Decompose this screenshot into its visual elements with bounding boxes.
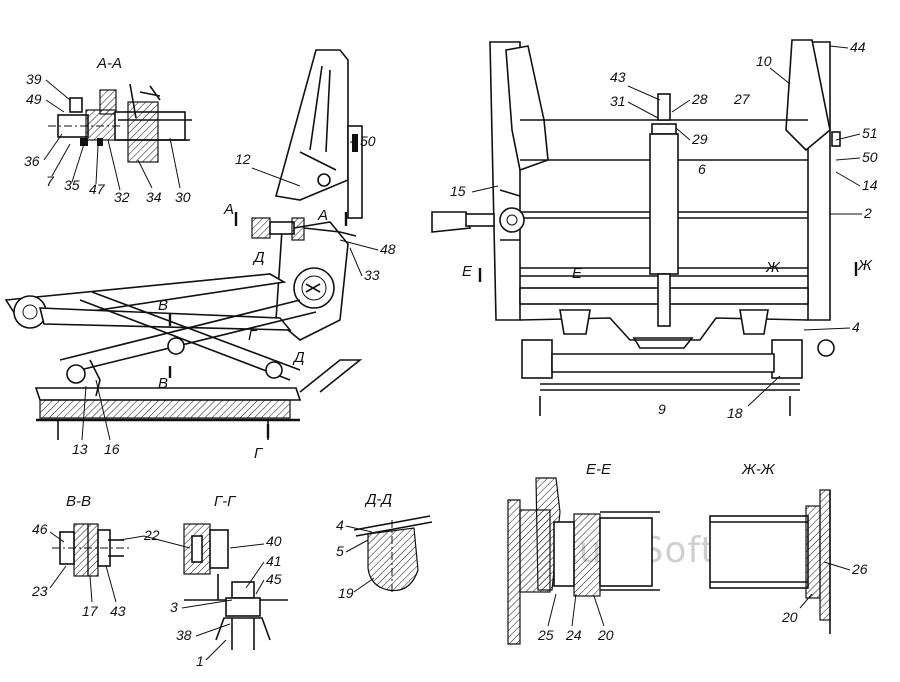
callout-43-vv: 43 [110,603,126,619]
callout-36: 36 [24,153,40,169]
callout-13: 13 [72,441,88,457]
callout-9: 9 [658,401,666,417]
callout-34: 34 [146,189,162,205]
section-aa-title: А-А [96,55,122,72]
callout-50-side: 50 [360,133,376,149]
callout-20-zz: 20 [781,609,798,625]
callout-12: 12 [235,151,251,167]
callout-30: 30 [175,189,191,205]
callout-33: 33 [364,267,380,283]
callout-20-ee: 20 [597,627,614,643]
section-zhzh-title: Ж-Ж [741,461,776,478]
section-dd-detail: Д-Д 4 5 19 [336,491,433,601]
callout-32: 32 [114,189,130,205]
callout-19: 19 [338,585,354,601]
callout-3: 3 [170,599,178,615]
callout-40: 40 [266,533,282,549]
callout-22: 22 [143,527,160,543]
section-zhzh-detail: Ж-Ж 26 20 [709,461,868,634]
section-ee-title: Е-Е [586,461,612,478]
callout-25: 25 [537,627,554,643]
section-vv-detail: В-В 46 22 23 17 43 [31,493,191,619]
callout-47: 47 [89,181,106,197]
callout-24: 24 [565,627,582,643]
callout-4-front: 4 [852,319,860,335]
mark-v-bottom: В [158,375,168,392]
callout-46: 46 [32,521,48,537]
section-gg-detail: Г-Г 40 41 45 3 38 1 [170,493,288,669]
mark-d-top: Д [252,249,265,266]
callout-44: 44 [850,39,866,55]
section-aa-detail: А-А 39 49 36 7 35 47 32 34 30 [24,55,192,205]
mark-a-left: А [223,201,234,218]
callout-18: 18 [727,405,743,421]
section-ee-detail: Е-Е 25 24 20 [507,461,660,645]
callout-29: 29 [691,131,708,147]
callout-27: 27 [733,91,751,107]
callout-1: 1 [196,653,204,669]
callout-17: 17 [82,603,99,619]
callout-43-front: 43 [610,69,626,85]
callout-2: 2 [863,205,872,221]
section-vv-title: В-В [66,493,91,510]
callout-38: 38 [176,627,192,643]
callout-14: 14 [862,177,878,193]
callout-48: 48 [380,241,396,257]
mark-v-top: В [158,297,168,314]
callout-51: 51 [862,125,878,141]
callout-15: 15 [450,183,466,199]
callout-6: 6 [698,161,706,177]
mark-zh-left: Ж [765,259,781,276]
callout-10: 10 [756,53,772,69]
callout-49: 49 [26,91,42,107]
section-gg-title: Г-Г [214,493,237,510]
callout-23: 23 [31,583,48,599]
callout-5: 5 [336,543,344,559]
callout-26: 26 [851,561,868,577]
mark-d-bottom: Д [292,349,305,366]
callout-31: 31 [610,93,626,109]
callout-35: 35 [64,177,80,193]
section-dd-title: Д-Д [364,491,393,508]
seat-side-view: А А Д Д В В Г Г 12 50 48 33 13 16 [4,49,396,462]
callout-41: 41 [266,553,282,569]
seat-front-view: Е Е Ж Ж 43 31 28 29 27 10 44 6 51 50 14 … [431,39,878,421]
callout-4-dd: 4 [336,517,344,533]
mark-e-right: Е [572,265,583,282]
callout-16: 16 [104,441,120,457]
callout-50-front: 50 [862,149,878,165]
callout-7: 7 [46,173,55,189]
mark-a-right: А [317,207,328,224]
mark-g-top: Г [248,327,258,344]
callout-28: 28 [691,91,708,107]
mark-g-bottom: Г [254,445,264,462]
callout-39: 39 [26,71,42,87]
mark-zh-right: Ж [857,257,873,274]
callout-45: 45 [266,571,282,587]
mark-e-left: Е [462,263,473,280]
